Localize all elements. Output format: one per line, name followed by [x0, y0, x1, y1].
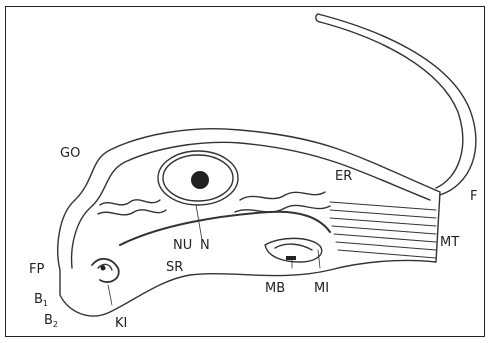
striated-rootlet	[120, 212, 330, 245]
label-mi: MI	[314, 282, 329, 295]
label-n: N	[200, 239, 210, 252]
nucleolus	[191, 171, 209, 189]
flagellum-inner	[320, 22, 463, 188]
kinetoplast	[92, 259, 119, 282]
label-sr: SR	[166, 261, 183, 274]
golgi	[100, 200, 160, 205]
microbody	[286, 256, 296, 260]
label-ki: KI	[115, 317, 127, 330]
label-b1: B1	[34, 293, 48, 308]
label-fp: FP	[29, 263, 44, 276]
label-mt: MT	[440, 236, 459, 249]
label-b2-sub: 2	[53, 320, 58, 329]
basal-body	[101, 266, 106, 271]
label-b1-base: B	[34, 292, 43, 307]
label-nu: NU	[173, 239, 192, 252]
label-b1-sub: 1	[43, 299, 48, 308]
microtubules	[330, 202, 436, 258]
endoplasmic-reticulum	[240, 192, 325, 200]
label-b2-base: B	[44, 313, 53, 328]
label-mb: MB	[265, 282, 285, 295]
label-go: GO	[60, 147, 80, 160]
label-f: F	[470, 190, 477, 203]
label-er: ER	[335, 170, 352, 183]
flagellum	[318, 14, 476, 195]
label-b2: B2	[44, 314, 58, 329]
